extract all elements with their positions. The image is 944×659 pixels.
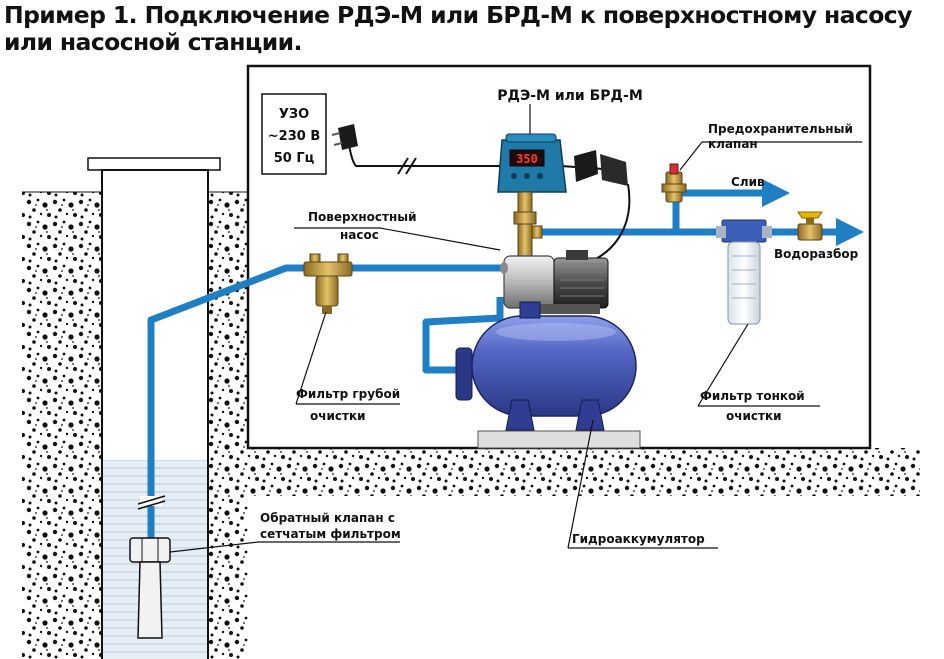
fine-filter-label-2: очистки [726, 409, 782, 423]
pressure-relay: 350 [497, 133, 567, 193]
surface-pump-label-1: Поверхностный [308, 210, 417, 224]
title-line-2: или насосной станции. [4, 28, 302, 56]
ball-valve [797, 211, 823, 241]
check-valve-label-2: сетчатым фильтром [260, 527, 401, 541]
pipe-break [137, 495, 166, 510]
coarse-filter-label-2: очистки [310, 409, 366, 423]
surface-pump-label-2: насос [340, 228, 379, 242]
uzo-label: УЗО [279, 107, 309, 122]
uzo-frequency: 50 Гц [274, 151, 315, 166]
uzo-box: УЗО ~230 В 50 Гц [261, 93, 327, 175]
water-outlet-label: Водоразбор [774, 247, 859, 261]
tank-stand [477, 430, 641, 449]
title-line-1: Пример 1. Подключение РДЭ-М или БРД-М к … [4, 1, 912, 29]
plug-icon [331, 124, 358, 150]
relay-display: 350 [516, 152, 538, 166]
safety-valve [661, 163, 687, 203]
safety-valve-label-2: клапан [708, 137, 758, 151]
accumulator-tank [455, 301, 637, 431]
soil [22, 192, 920, 659]
uzo-voltage: ~230 В [268, 129, 320, 144]
check-valve [129, 537, 171, 639]
surface-pump [500, 250, 609, 314]
drain-label: Слив [731, 175, 765, 189]
page-title: Пример 1. Подключение РДЭ-М или БРД-М к … [4, 2, 940, 56]
fine-filter-label-1: Фильтр тонкой [700, 389, 805, 403]
fine-filter [716, 219, 772, 325]
coarse-filter [303, 253, 353, 314]
safety-valve-label-1: Предохранительный [708, 122, 853, 136]
socket-icon [574, 150, 628, 186]
relay-label: РДЭ-М или БРД-М [497, 88, 643, 104]
check-valve-label-1: Обратный клапан с [260, 511, 395, 525]
relay-connector [513, 191, 543, 257]
coarse-filter-label-1: Фильтр грубой [296, 387, 400, 401]
leader-lines [169, 104, 862, 553]
accumulator-label: Гидроаккумулятор [572, 532, 705, 546]
